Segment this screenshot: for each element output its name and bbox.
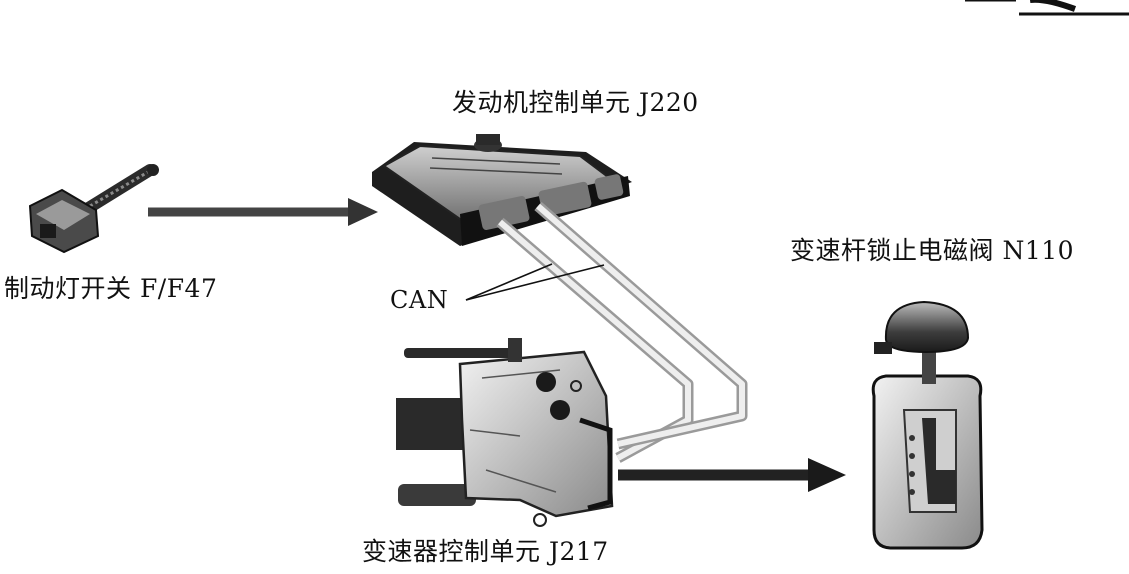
arrow-brake-to-engine [148,198,378,226]
can-bus-label: CAN [390,286,448,314]
brake-light-switch-image [30,164,159,252]
brake-light-switch-label: 制动灯开关 F/F47 [4,269,217,305]
transmission-control-unit-image [396,338,612,526]
gear-selector-image [873,302,982,548]
corner-logo-fragment [965,0,1129,14]
arrow-transmission-to-solenoid [618,458,846,492]
transmission-control-unit-label: 变速器控制单元 J217 [362,532,609,568]
engine-control-unit-label: 发动机控制单元 J220 [452,83,699,119]
lock-solenoid-label: 变速杆锁止电磁阀 N110 [790,231,1074,267]
